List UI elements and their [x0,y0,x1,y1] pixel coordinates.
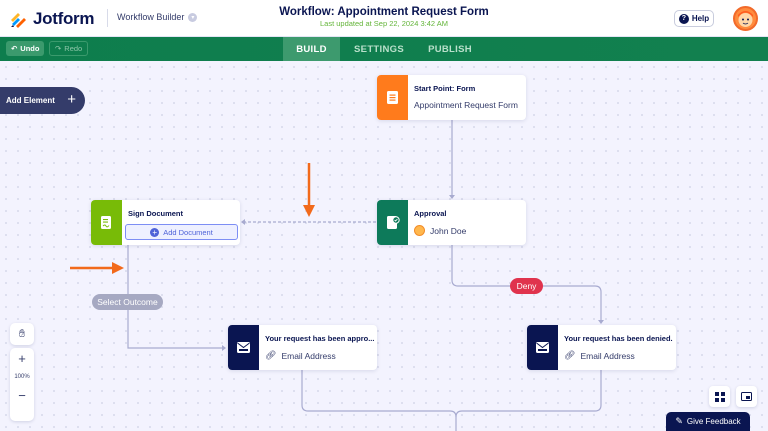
start-node[interactable]: Start Point: Form Appointment Request Fo… [377,75,526,120]
plus-icon: + [67,91,76,108]
grid-layout-button[interactable] [709,386,730,407]
header-divider [107,9,108,27]
start-node-form-name: Appointment Request Form [414,100,518,110]
email-denied-node[interactable]: Your request has been denied. 🔗︎ Email A… [527,325,676,370]
give-feedback-button[interactable]: ✎ Give Feedback [666,412,750,431]
undo-icon: ↶ [11,44,18,53]
email-approved-title: Your request has been appro... [265,334,375,343]
top-header: Jotform Workflow Builder ▾ Workflow: App… [0,0,768,37]
page-title: Workflow: Appointment Request Form [279,6,489,18]
workflow-builder-dropdown[interactable]: Workflow Builder ▾ [117,12,198,22]
redo-icon: ↷ [55,44,62,53]
add-document-button[interactable]: + Add Document [125,224,238,240]
jotform-logo-icon [11,13,26,28]
annotation-arrow-down [303,163,315,217]
last-updated-text: Last updated at Sep 22, 2024 3:42 AM [319,19,449,28]
email-approved-recipient: 🔗︎ Email Address [265,350,374,361]
add-document-label: Add Document [163,227,213,237]
workflow-builder-label: Workflow Builder [117,12,185,22]
chevron-down-icon: ▾ [188,12,198,22]
email-icon [228,325,259,370]
email-approved-node[interactable]: Your request has been appro... 🔗︎ Email … [228,325,377,370]
email-icon [527,325,558,370]
redo-label: Redo [64,44,83,53]
zoom-level: 100% [14,374,30,380]
tab-settings[interactable]: SETTINGS [354,43,404,55]
undo-label: Undo [20,44,40,53]
annotation-arrow-right [70,262,124,274]
jotform-logo[interactable]: Jotform [10,9,94,29]
title-block: Workflow: Appointment Request Form Last … [0,6,768,28]
add-element-button[interactable]: Add Element + [0,87,85,114]
pan-hand-button[interactable]: ✋︎ [10,323,34,345]
minimap-button[interactable] [736,386,757,407]
help-button[interactable]: ? Help [674,10,714,27]
builder-navbar: ↶ Undo ↷ Redo BUILD SETTINGS PUBLISH [0,37,768,61]
feedback-icon: ✎ [675,416,683,426]
assignee-avatar-icon [414,225,425,236]
tab-publish[interactable]: PUBLISH [428,43,472,55]
avatar-face-icon [738,11,753,27]
help-label: Help [691,14,710,23]
plus-circle-icon: + [150,227,160,237]
undo-button[interactable]: ↶ Undo [6,41,45,56]
avatar[interactable] [733,6,758,31]
redo-button[interactable]: ↷ Redo [49,41,89,56]
email-approved-recipient-label: Email Address [281,350,336,361]
add-element-label: Add Element [6,96,55,105]
assignee-name: John Doe [430,225,467,236]
approval-icon [377,200,408,245]
email-denied-recipient: 🔗︎ Email Address [564,350,673,361]
logo-text: Jotform [33,9,95,28]
minimap-icon [741,392,752,401]
link-icon: 🔗︎ [265,350,277,360]
give-feedback-label: Give Feedback [686,417,741,426]
approval-node[interactable]: Approval John Doe [377,200,526,245]
zoom-in-button[interactable]: + [18,351,26,366]
form-icon [377,75,408,120]
grid-icon [714,391,725,402]
sign-document-title: Sign Document [128,209,184,218]
question-icon: ? [678,13,689,24]
link-icon: 🔗︎ [564,350,576,360]
zoom-out-button[interactable]: − [18,388,26,403]
zoom-controls: + 100% − [10,348,34,421]
deny-pill[interactable]: Deny [510,278,543,294]
hand-icon: ✋︎ [18,327,26,340]
email-denied-title: Your request has been denied. [564,334,673,343]
approval-node-title: Approval [414,209,447,218]
email-denied-recipient-label: Email Address [580,350,635,361]
approval-assignee: John Doe [414,225,466,236]
sign-document-icon [91,200,122,245]
select-outcome-pill[interactable]: Select Outcome [92,294,163,310]
start-node-title: Start Point: Form [414,84,476,93]
tab-build[interactable]: BUILD [283,37,340,61]
